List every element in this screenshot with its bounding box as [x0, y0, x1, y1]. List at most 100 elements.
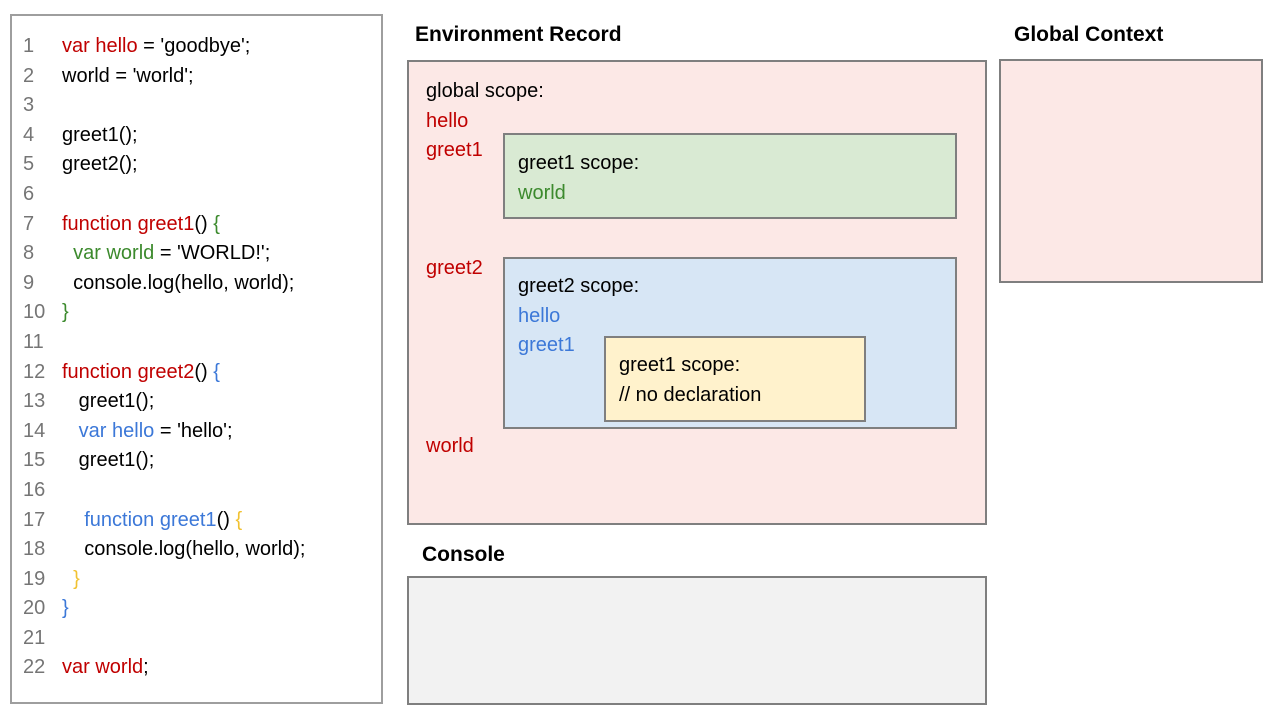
code-line: 13 greet1();	[12, 387, 381, 417]
code-text: }	[62, 298, 69, 328]
line-number: 13	[23, 390, 46, 413]
code-text: console.log(hello, world);	[62, 269, 294, 299]
code-token	[62, 509, 84, 531]
code-line: 6	[12, 180, 381, 210]
code-token: = 'WORLD!';	[154, 242, 271, 265]
code-token: ()	[216, 508, 236, 531]
code-text: greet1();	[62, 121, 138, 151]
environment-record-title: Environment Record	[415, 23, 622, 46]
code-text: function greet2() {	[62, 358, 220, 388]
global-var-greet2: greet2	[426, 257, 483, 279]
code-line: 8 var world = 'WORLD!';	[12, 239, 381, 269]
line-number: 14	[23, 419, 46, 442]
code-token: = 'goodbye';	[137, 35, 251, 57]
code-text: var hello = 'hello';	[62, 417, 233, 447]
code-token: }	[62, 301, 69, 324]
line-number: 8	[23, 242, 35, 265]
global-scope-block: global scope: hello greet1	[426, 77, 544, 166]
nested-greet1-scope-label: greet1 scope:	[619, 354, 741, 376]
code-line: 18 console.log(hello, world);	[12, 535, 381, 565]
environment-record-box: global scope: hello greet1 greet1 scope:…	[407, 60, 987, 525]
line-number: 6	[23, 182, 35, 205]
code-line: 17 function greet1() {	[12, 506, 381, 536]
code-token: var world	[73, 242, 155, 265]
code-text: var world;	[62, 653, 149, 683]
code-line: 9 console.log(hello, world);	[12, 269, 381, 299]
code-token: console.log(hello, world);	[62, 271, 295, 294]
greet1-scope-box: greet1 scope: world	[503, 133, 957, 219]
code-text: }	[62, 594, 69, 624]
code-token: world = 'world';	[62, 64, 194, 87]
code-text: function greet1() {	[62, 210, 220, 240]
greet2-scope-box: greet2 scope: hello greet1 greet1 scope:…	[503, 257, 957, 429]
greet2-var-hello: hello	[518, 304, 561, 327]
line-number: 3	[23, 94, 35, 117]
code-token: }	[73, 567, 80, 590]
code-text: console.log(hello, world);	[62, 535, 305, 565]
code-line: 12 function greet2() {	[12, 358, 381, 388]
code-token: var world	[62, 656, 144, 679]
code-token: var hello	[62, 35, 138, 57]
code-token	[62, 242, 73, 264]
code-token: function greet1	[62, 212, 195, 235]
code-token: greet2();	[62, 153, 138, 176]
code-line: 3	[12, 91, 381, 121]
code-token: greet1();	[62, 123, 138, 146]
code-text: world = 'world';	[62, 62, 194, 92]
nested-greet1-comment: // no declaration	[619, 383, 762, 406]
code-line: 2 world = 'world';	[12, 62, 381, 92]
code-text: }	[62, 565, 80, 595]
code-text: greet1();	[62, 387, 155, 417]
global-context-title: Global Context	[1014, 23, 1164, 46]
line-number: 7	[23, 212, 35, 235]
global-var-hello: hello	[426, 109, 469, 132]
code-token: greet1();	[62, 390, 155, 413]
greet1-var-world: world	[518, 181, 566, 204]
greet2-scope-label: greet2 scope:	[518, 275, 640, 297]
line-number: 12	[23, 360, 46, 383]
greet2-var-greet1: greet1	[518, 334, 575, 357]
nested-greet1-scope-box: greet1 scope: // no declaration	[604, 336, 866, 422]
code-token: = 'hello';	[154, 419, 233, 442]
code-token: ()	[194, 360, 214, 383]
code-line: 14 var hello = 'hello';	[12, 417, 381, 447]
line-number: 2	[23, 64, 35, 87]
line-number: 17	[23, 508, 46, 531]
global-var-greet1: greet1	[426, 139, 483, 162]
line-number: 21	[23, 626, 46, 649]
code-line: 21	[12, 624, 381, 654]
line-number: 4	[23, 123, 35, 146]
console-title: Console	[422, 543, 505, 566]
code-token: greet1();	[62, 449, 155, 472]
global-var-world: world	[426, 435, 474, 457]
code-line: 16	[12, 476, 381, 506]
code-token: {	[235, 508, 243, 531]
line-number: 11	[23, 330, 44, 353]
line-number: 22	[23, 656, 46, 679]
code-text: var world = 'WORLD!';	[62, 239, 270, 269]
code-line: 4 greet1();	[12, 121, 381, 151]
code-token: var hello	[78, 419, 155, 442]
code-text: greet1();	[62, 446, 155, 476]
global-context-box	[999, 59, 1263, 283]
code-token: ;	[143, 656, 149, 679]
code-line: 11	[12, 328, 381, 358]
greet1-scope-label: greet1 scope:	[518, 152, 640, 174]
line-number: 10	[23, 301, 46, 324]
code-token: ()	[194, 212, 214, 235]
code-text: function greet1() {	[62, 506, 242, 536]
code-token: function greet1	[84, 508, 217, 531]
code-token	[62, 568, 73, 590]
line-number: 16	[23, 478, 46, 501]
code-token: }	[62, 597, 69, 620]
line-number: 20	[23, 597, 46, 620]
code-line: 10}	[12, 298, 381, 328]
console-box	[407, 576, 987, 705]
code-text: greet2();	[62, 150, 138, 180]
line-number: 19	[23, 567, 46, 590]
